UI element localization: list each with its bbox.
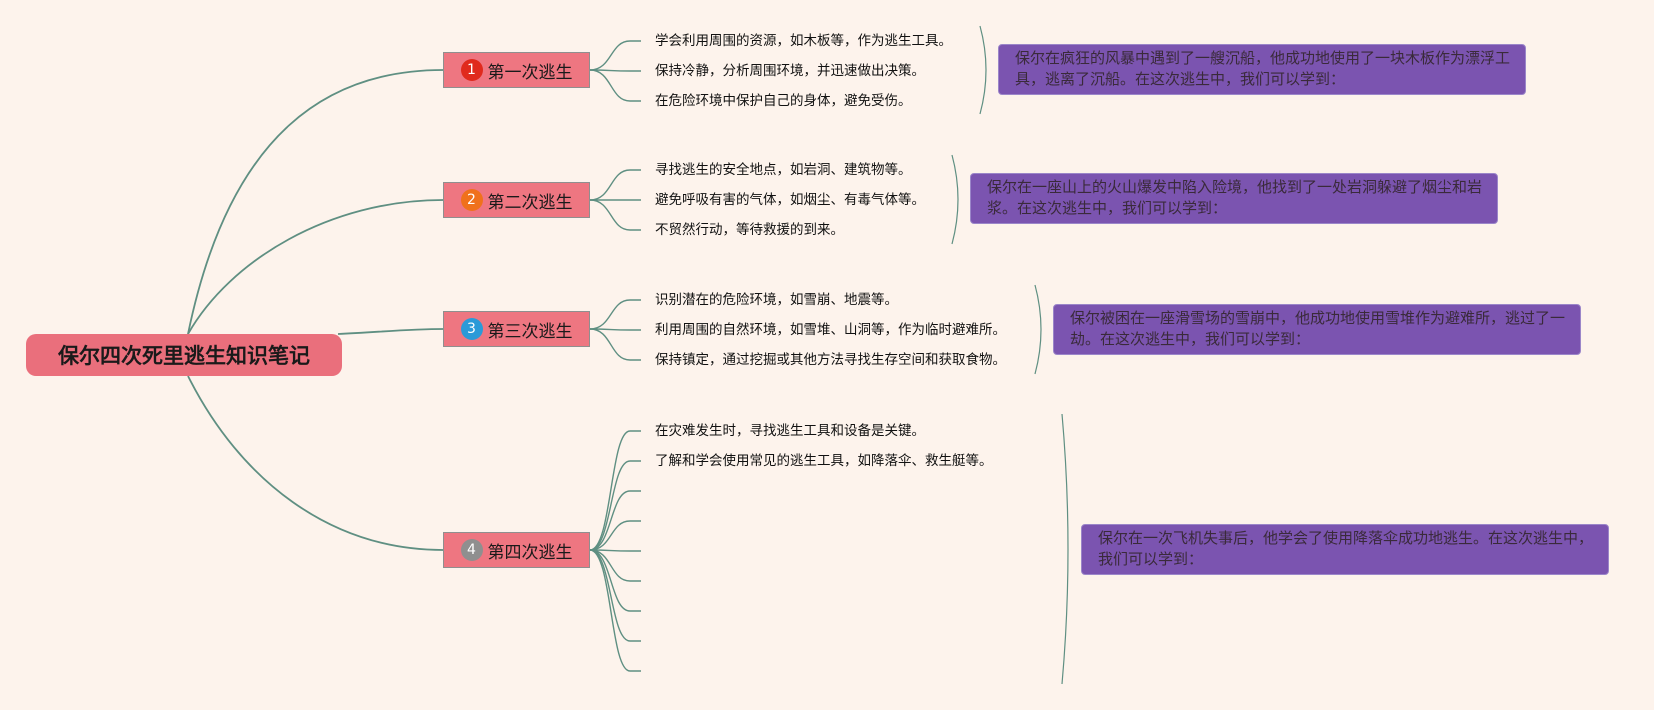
branch-3-leaf-line-1: [589, 299, 641, 330]
badge-2: 2: [460, 189, 483, 211]
summary-3[interactable]: 保尔被困在一座滑雪场的雪崩中，他成功地使用雪堆作为避难所，逃过了一劫。在这次逃生…: [1053, 304, 1581, 355]
root-topic[interactable]: 保尔四次死里逃生知识笔记: [26, 334, 342, 376]
leaf-2-1[interactable]: 寻找逃生的安全地点，如岩洞、建筑物等。: [655, 162, 912, 178]
branch-1-leaf-line-2: [589, 69, 641, 72]
branch-1-leaf-line-1: [589, 40, 641, 71]
leaf-3-3[interactable]: 保持镇定，通过挖掘或其他方法寻找生存空间和获取食物。: [655, 352, 1006, 368]
branch-3-leaf-line-3: [589, 328, 641, 361]
summary-bracket-4: [1061, 413, 1069, 685]
branch-3[interactable]: 3 第三次逃生: [443, 311, 590, 347]
branch-2[interactable]: 2 第二次逃生: [443, 182, 590, 218]
summary-4[interactable]: 保尔在一次飞机失事后，他学会了使用降落伞成功地逃生。在这次逃生中，我们可以学到：: [1081, 524, 1609, 575]
branch-4-leaf-line-9: [589, 549, 641, 672]
leaf-1-3[interactable]: 在危险环境中保护自己的身体，避免受伤。: [655, 93, 912, 109]
branch-2-leaf-line-3: [589, 199, 641, 231]
root-to-branch-4-line: [187, 375, 444, 551]
branch-2-leaf-line-1: [589, 169, 641, 201]
branch-4-leaf-line-5: [589, 549, 641, 552]
leaf-2-3[interactable]: 不贸然行动，等待救援的到来。: [655, 222, 844, 238]
root-title: 保尔四次死里逃生知识笔记: [58, 344, 310, 368]
leaf-2-2[interactable]: 避免呼吸有害的气体，如烟尘、有毒气体等。: [655, 192, 925, 208]
branch-1-leaf-line-3: [589, 69, 641, 102]
root-to-branch-1-line: [187, 69, 444, 335]
leaf-3-1[interactable]: 识别潜在的危险环境，如雪崩、地震等。: [655, 292, 898, 308]
branch-4-label: 第四次逃生: [487, 542, 573, 563]
leaf-3-2[interactable]: 利用周围的自然环境，如雪堆、山洞等，作为临时避难所。: [655, 322, 1006, 338]
root-to-branch-2-line: [187, 199, 444, 335]
branch-4[interactable]: 4 第四次逃生: [443, 532, 590, 568]
root-to-branch-3-line: [337, 328, 444, 335]
leaf-1-1[interactable]: 学会利用周围的资源，如木板等，作为逃生工具。: [655, 33, 952, 49]
summary-2[interactable]: 保尔在一座山上的火山爆发中陷入险境，他找到了一处岩洞躲避了烟尘和岩浆。在这次逃生…: [970, 173, 1498, 224]
branch-4-leaf-line-6: [589, 549, 641, 582]
summary-bracket-3: [1034, 284, 1042, 375]
branch-4-leaf-line-1: [589, 430, 641, 551]
branch-3-leaf-line-2: [589, 328, 641, 331]
badge-3: 3: [460, 318, 483, 340]
branch-2-label: 第二次逃生: [487, 192, 573, 213]
leaf-4-2[interactable]: 了解和学会使用常见的逃生工具，如降落伞、救生艇等。: [655, 453, 993, 469]
branch-3-label: 第三次逃生: [487, 321, 573, 342]
branch-4-leaf-line-3: [589, 490, 641, 551]
summary-1[interactable]: 保尔在疯狂的风暴中遇到了一艘沉船，他成功地使用了一块木板作为漂浮工具，逃离了沉船…: [998, 44, 1526, 95]
summary-bracket-2: [951, 154, 959, 245]
leaf-4-1[interactable]: 在灾难发生时，寻找逃生工具和设备是关键。: [655, 423, 925, 439]
badge-1: 1: [460, 59, 483, 81]
branch-1-label: 第一次逃生: [487, 62, 573, 83]
badge-4: 4: [460, 539, 483, 561]
summary-bracket-1: [979, 25, 987, 115]
leaf-1-2[interactable]: 保持冷静，分析周围环境，并迅速做出决策。: [655, 63, 925, 79]
branch-4-leaf-line-4: [589, 520, 641, 551]
branch-1[interactable]: 1 第一次逃生: [443, 52, 590, 88]
branch-4-leaf-line-2: [589, 460, 641, 551]
